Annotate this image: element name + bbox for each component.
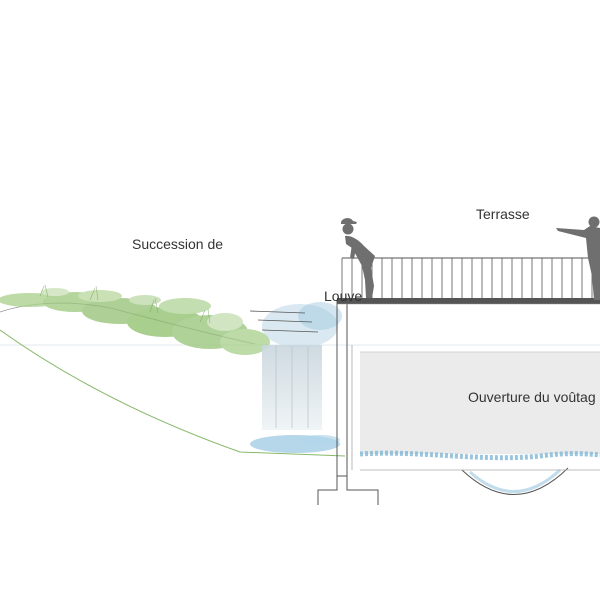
person-head [342,223,354,235]
ground-line [0,329,346,457]
rock-strata-lines [249,310,319,333]
retaining-wall [317,300,379,505]
label-succession: Succession de [132,236,224,252]
wall-footing [317,475,379,505]
person-cap [341,218,357,224]
label-terrasse: Terrasse [476,206,530,222]
vault-water [359,450,600,461]
vegetation [0,288,270,355]
vault-base-curve [461,467,569,495]
person-arm [350,244,356,259]
railing-icon [341,257,600,298]
label-louve: Louve [324,288,363,304]
terrace-deck [337,298,600,305]
shrub-strokes [39,284,211,324]
person-silhouette-icon [341,218,375,298]
cascade [250,302,342,453]
label-ouverture: Ouverture du voûtag [468,389,596,405]
person-body [345,235,375,298]
vault [359,351,600,495]
person-pointing-icon [556,216,600,300]
